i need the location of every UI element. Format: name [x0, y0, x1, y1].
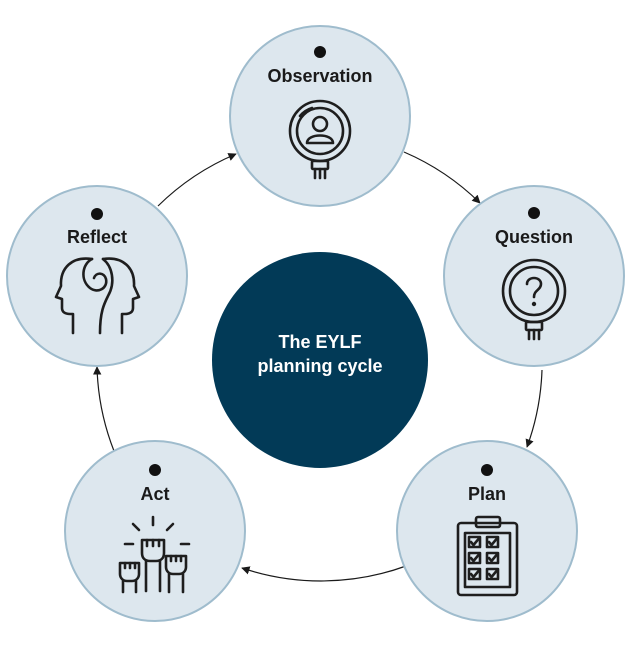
- center-title-line1: The EYLF: [278, 332, 361, 352]
- stage-label-act: Act: [140, 484, 169, 504]
- stage-act: Act: [64, 440, 246, 622]
- bullet-dot: [91, 208, 103, 220]
- stage-observation: Observation: [229, 25, 411, 207]
- stage-reflect: Reflect: [6, 185, 188, 367]
- bullet-dot: [314, 46, 326, 58]
- magnifier-question-icon: [501, 258, 567, 341]
- arrow-act-to-reflect: [92, 366, 115, 452]
- stage-question: Question: [443, 185, 625, 367]
- stage-plan: Plan: [396, 440, 578, 622]
- bullet-dot: [149, 464, 161, 476]
- arrow-observation-to-question: [403, 151, 481, 204]
- clipboard-checklist-icon: [456, 515, 519, 597]
- arrow-plan-to-act: [241, 565, 407, 582]
- bullet-dot: [528, 207, 540, 219]
- bullet-dot: [481, 464, 493, 476]
- stage-label-plan: Plan: [468, 484, 506, 504]
- center-title-line2: planning cycle: [257, 356, 382, 376]
- stage-label-reflect: Reflect: [67, 227, 127, 247]
- two-heads-icon: [54, 257, 141, 335]
- arrow-question-to-plan: [525, 369, 543, 448]
- arrow-reflect-to-observation: [157, 153, 237, 207]
- stage-label-question: Question: [495, 227, 573, 247]
- cycle-arrows: [92, 151, 543, 582]
- raised-fists-icon: [118, 515, 191, 594]
- magnifier-person-icon: [288, 99, 352, 180]
- center-node: The EYLF planning cycle: [212, 252, 428, 468]
- stage-label-observation: Observation: [267, 66, 372, 86]
